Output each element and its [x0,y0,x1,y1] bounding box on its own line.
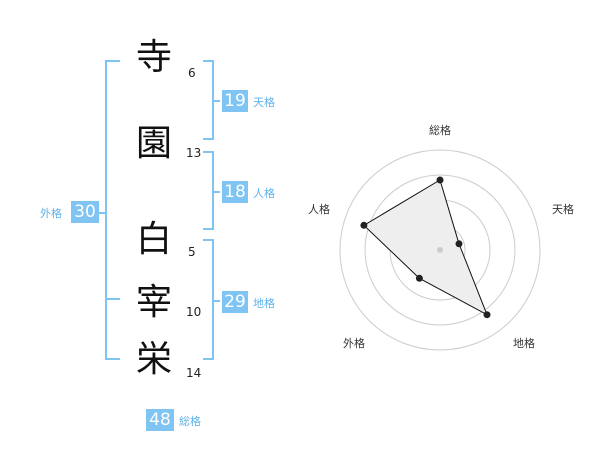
radar-points [360,176,491,319]
name-char-5: 栄 [135,339,172,380]
radar-data-area [363,179,488,316]
soukaku-label: 総格 [179,415,201,428]
radar-point-1 [436,176,444,184]
radar-ring-3 [364,174,516,326]
radar-axis-label-soukaku: 総格 [429,123,451,137]
gaikaku-bracket [105,60,120,360]
jinkaku-value-badge: 18 [222,181,248,203]
stroke-count-5: 14 [186,366,202,380]
name-char-2: 園 [135,123,172,164]
jinkaku-label: 人格 [253,187,275,200]
name-char-4: 宰 [135,282,172,323]
gaikaku-label: 外格 [40,207,62,220]
radar-ring-4 [339,149,541,351]
radar-point-3 [483,311,491,319]
radar-point-5 [360,221,368,229]
chikaku-label: 地格 [253,297,275,310]
soukaku-value-badge: 48 [146,409,174,431]
chikaku-value-badge: 29 [222,291,248,313]
name-char-3: 白 [135,219,172,260]
stroke-count-2: 13 [186,146,202,160]
tenkaku-label: 天格 [253,96,275,109]
radar-axis-label-tenkaku: 天格 [552,202,574,216]
chikaku-bracket [203,239,214,360]
stroke-count-3: 5 [188,245,196,259]
radar-axis-label-chikaku: 地格 [513,336,535,350]
tenkaku-value-badge: 19 [222,90,248,112]
name-char-1: 寺 [135,37,172,78]
radar-center-dot [437,247,443,253]
radar-axis-label-jinkaku: 人格 [308,202,330,216]
stroke-count-4: 10 [186,305,202,319]
radar-point-2 [455,240,463,248]
stroke-count-1: 6 [188,66,196,80]
radar-axis-label-gaikaku: 外格 [343,336,365,350]
radar-point-4 [415,274,423,282]
gaikaku-value-badge: 30 [71,201,99,223]
jinkaku-bracket [203,151,214,230]
